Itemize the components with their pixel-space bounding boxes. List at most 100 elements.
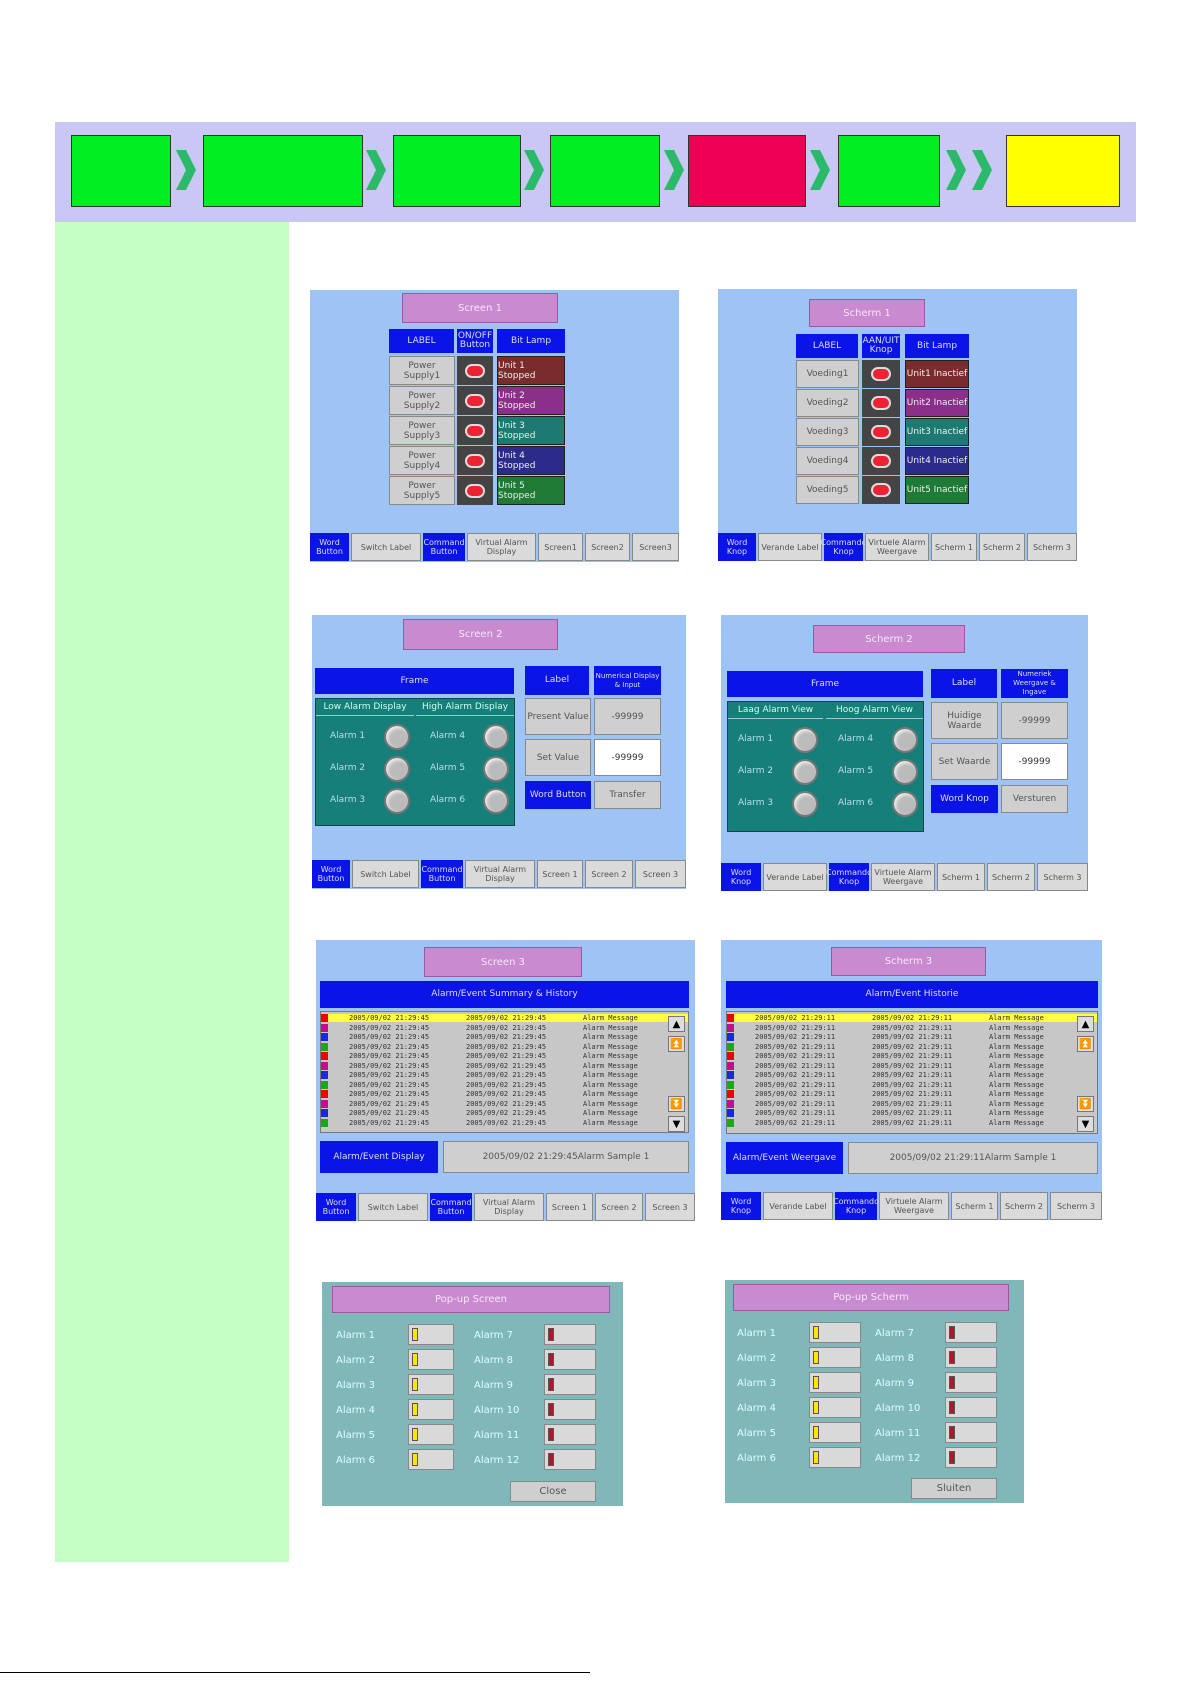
nav-screen-3[interactable]: Screen3 (632, 533, 679, 561)
alarm-toggle-button[interactable] (945, 1347, 997, 1368)
nav-command-button[interactable]: Command Button (430, 1193, 472, 1221)
scroll-down-icon[interactable]: ▼ (668, 1116, 685, 1132)
nav-screen-1[interactable]: Scherm 1 (931, 533, 977, 561)
on-off-switch[interactable] (457, 446, 493, 475)
nav-command-button[interactable]: Commando Knop (821, 533, 867, 561)
nav-screen-3[interactable]: Scherm 3 (1027, 533, 1077, 561)
close-button[interactable]: Sluiten (911, 1478, 997, 1499)
alarm-toggle-button[interactable] (945, 1447, 997, 1468)
nav-screen-2[interactable]: Screen 2 (585, 860, 633, 888)
nav-screen-2[interactable]: Scherm 2 (987, 863, 1035, 891)
nav-switch-label[interactable]: Switch Label (358, 1193, 428, 1221)
on-off-switch[interactable] (457, 476, 493, 505)
transfer-button[interactable]: Transfer (594, 781, 661, 809)
nav-virtual-alarm[interactable]: Virtual Alarm Display (467, 533, 536, 561)
alarm-toggle-button[interactable] (945, 1422, 997, 1443)
tab-low-alarm[interactable]: Laag Alarm View (728, 702, 823, 719)
nav-screen-1[interactable]: Scherm 1 (937, 863, 985, 891)
alarm-toggle-button[interactable] (544, 1324, 596, 1345)
alarm-toggle-button[interactable] (809, 1347, 861, 1368)
tab-high-alarm[interactable]: High Alarm Display (416, 699, 514, 716)
tab-low-alarm[interactable]: Low Alarm Display (316, 699, 414, 716)
alarm-toggle-button[interactable] (809, 1372, 861, 1393)
nav-command-button[interactable]: Commando Knop (833, 1192, 879, 1220)
nav-word-button[interactable]: Word Knop (718, 533, 756, 561)
page-down-icon[interactable]: ⏬ (1077, 1096, 1094, 1112)
on-off-switch[interactable] (457, 356, 493, 385)
on-off-switch[interactable] (862, 360, 900, 388)
nav-screen-3[interactable]: Screen 3 (635, 860, 686, 888)
nav-virtual-alarm[interactable]: Virtual Alarm Display (474, 1193, 544, 1221)
alarm-toggle-button[interactable] (408, 1349, 454, 1370)
nav-word-button[interactable]: Word Knop (721, 1192, 761, 1220)
page-down-icon[interactable]: ⏬ (668, 1096, 685, 1112)
nav-word-button[interactable]: Word Button (312, 860, 350, 888)
alarm-toggle-button[interactable] (945, 1322, 997, 1343)
alarm-toggle-button[interactable] (809, 1447, 861, 1468)
alarm-toggle-button[interactable] (945, 1372, 997, 1393)
nav-switch-label[interactable]: Verande Label (758, 533, 822, 561)
nav-screen-2[interactable]: Scherm 2 (979, 533, 1025, 561)
alarm-toggle-button[interactable] (809, 1397, 861, 1418)
nav-screen-2[interactable]: Screen2 (585, 533, 630, 561)
alarm-toggle-button[interactable] (408, 1374, 454, 1395)
nav-screen-1[interactable]: Screen 1 (537, 860, 583, 888)
alarm-toggle-button[interactable] (408, 1324, 454, 1345)
nav-screen-3[interactable]: Scherm 3 (1050, 1192, 1102, 1220)
on-off-switch[interactable] (862, 389, 900, 417)
nav-word-button[interactable]: Word Button (316, 1193, 356, 1221)
nav-virtual-alarm[interactable]: Virtuele Alarm Weergave (879, 1192, 949, 1220)
word-button[interactable]: Word Button (525, 781, 591, 809)
nav-screen-3[interactable]: Scherm 3 (1037, 863, 1088, 891)
nav-screen-2[interactable]: Screen 2 (595, 1193, 643, 1221)
close-button[interactable]: Close (510, 1481, 596, 1502)
on-off-switch[interactable] (862, 476, 900, 504)
nav-word-button[interactable]: Word Knop (721, 863, 761, 891)
set-value-input[interactable]: -99999 (1001, 743, 1068, 780)
scroll-up-icon[interactable]: ▲ (1077, 1016, 1094, 1032)
alarm-toggle-button[interactable] (544, 1399, 596, 1420)
alarm-toggle-button[interactable] (544, 1374, 596, 1395)
nav-command-button[interactable]: Command Button (421, 860, 463, 888)
alarm-toggle-button[interactable] (544, 1449, 596, 1470)
transfer-button[interactable]: Versturen (1001, 785, 1068, 813)
scroll-up-icon[interactable]: ▲ (668, 1016, 685, 1032)
nav-screen-1[interactable]: Screen 1 (546, 1193, 593, 1221)
word-button[interactable]: Word Knop (931, 785, 998, 813)
nav-screen-1[interactable]: Screen1 (538, 533, 583, 561)
on-off-switch[interactable] (457, 386, 493, 415)
nav-virtual-alarm[interactable]: Virtuele Alarm Weergave (865, 533, 929, 561)
nav-screen-2[interactable]: Scherm 2 (1000, 1192, 1048, 1220)
scroll-down-icon[interactable]: ▼ (1077, 1116, 1094, 1132)
nav-screen-1[interactable]: Scherm 1 (951, 1192, 998, 1220)
nav-command-button[interactable]: Commando Knop (826, 863, 872, 891)
alarm-toggle-button[interactable] (544, 1424, 596, 1445)
alarm-toggle-button[interactable] (408, 1449, 454, 1470)
nav-switch-label[interactable]: Switch Label (351, 533, 421, 561)
set-value-input[interactable]: -99999 (594, 739, 661, 776)
on-off-switch[interactable] (862, 418, 900, 446)
nav-screen-3[interactable]: Screen 3 (645, 1193, 695, 1221)
on-off-switch[interactable] (457, 416, 493, 445)
nav-switch-label[interactable]: Verande Label (763, 1192, 833, 1220)
